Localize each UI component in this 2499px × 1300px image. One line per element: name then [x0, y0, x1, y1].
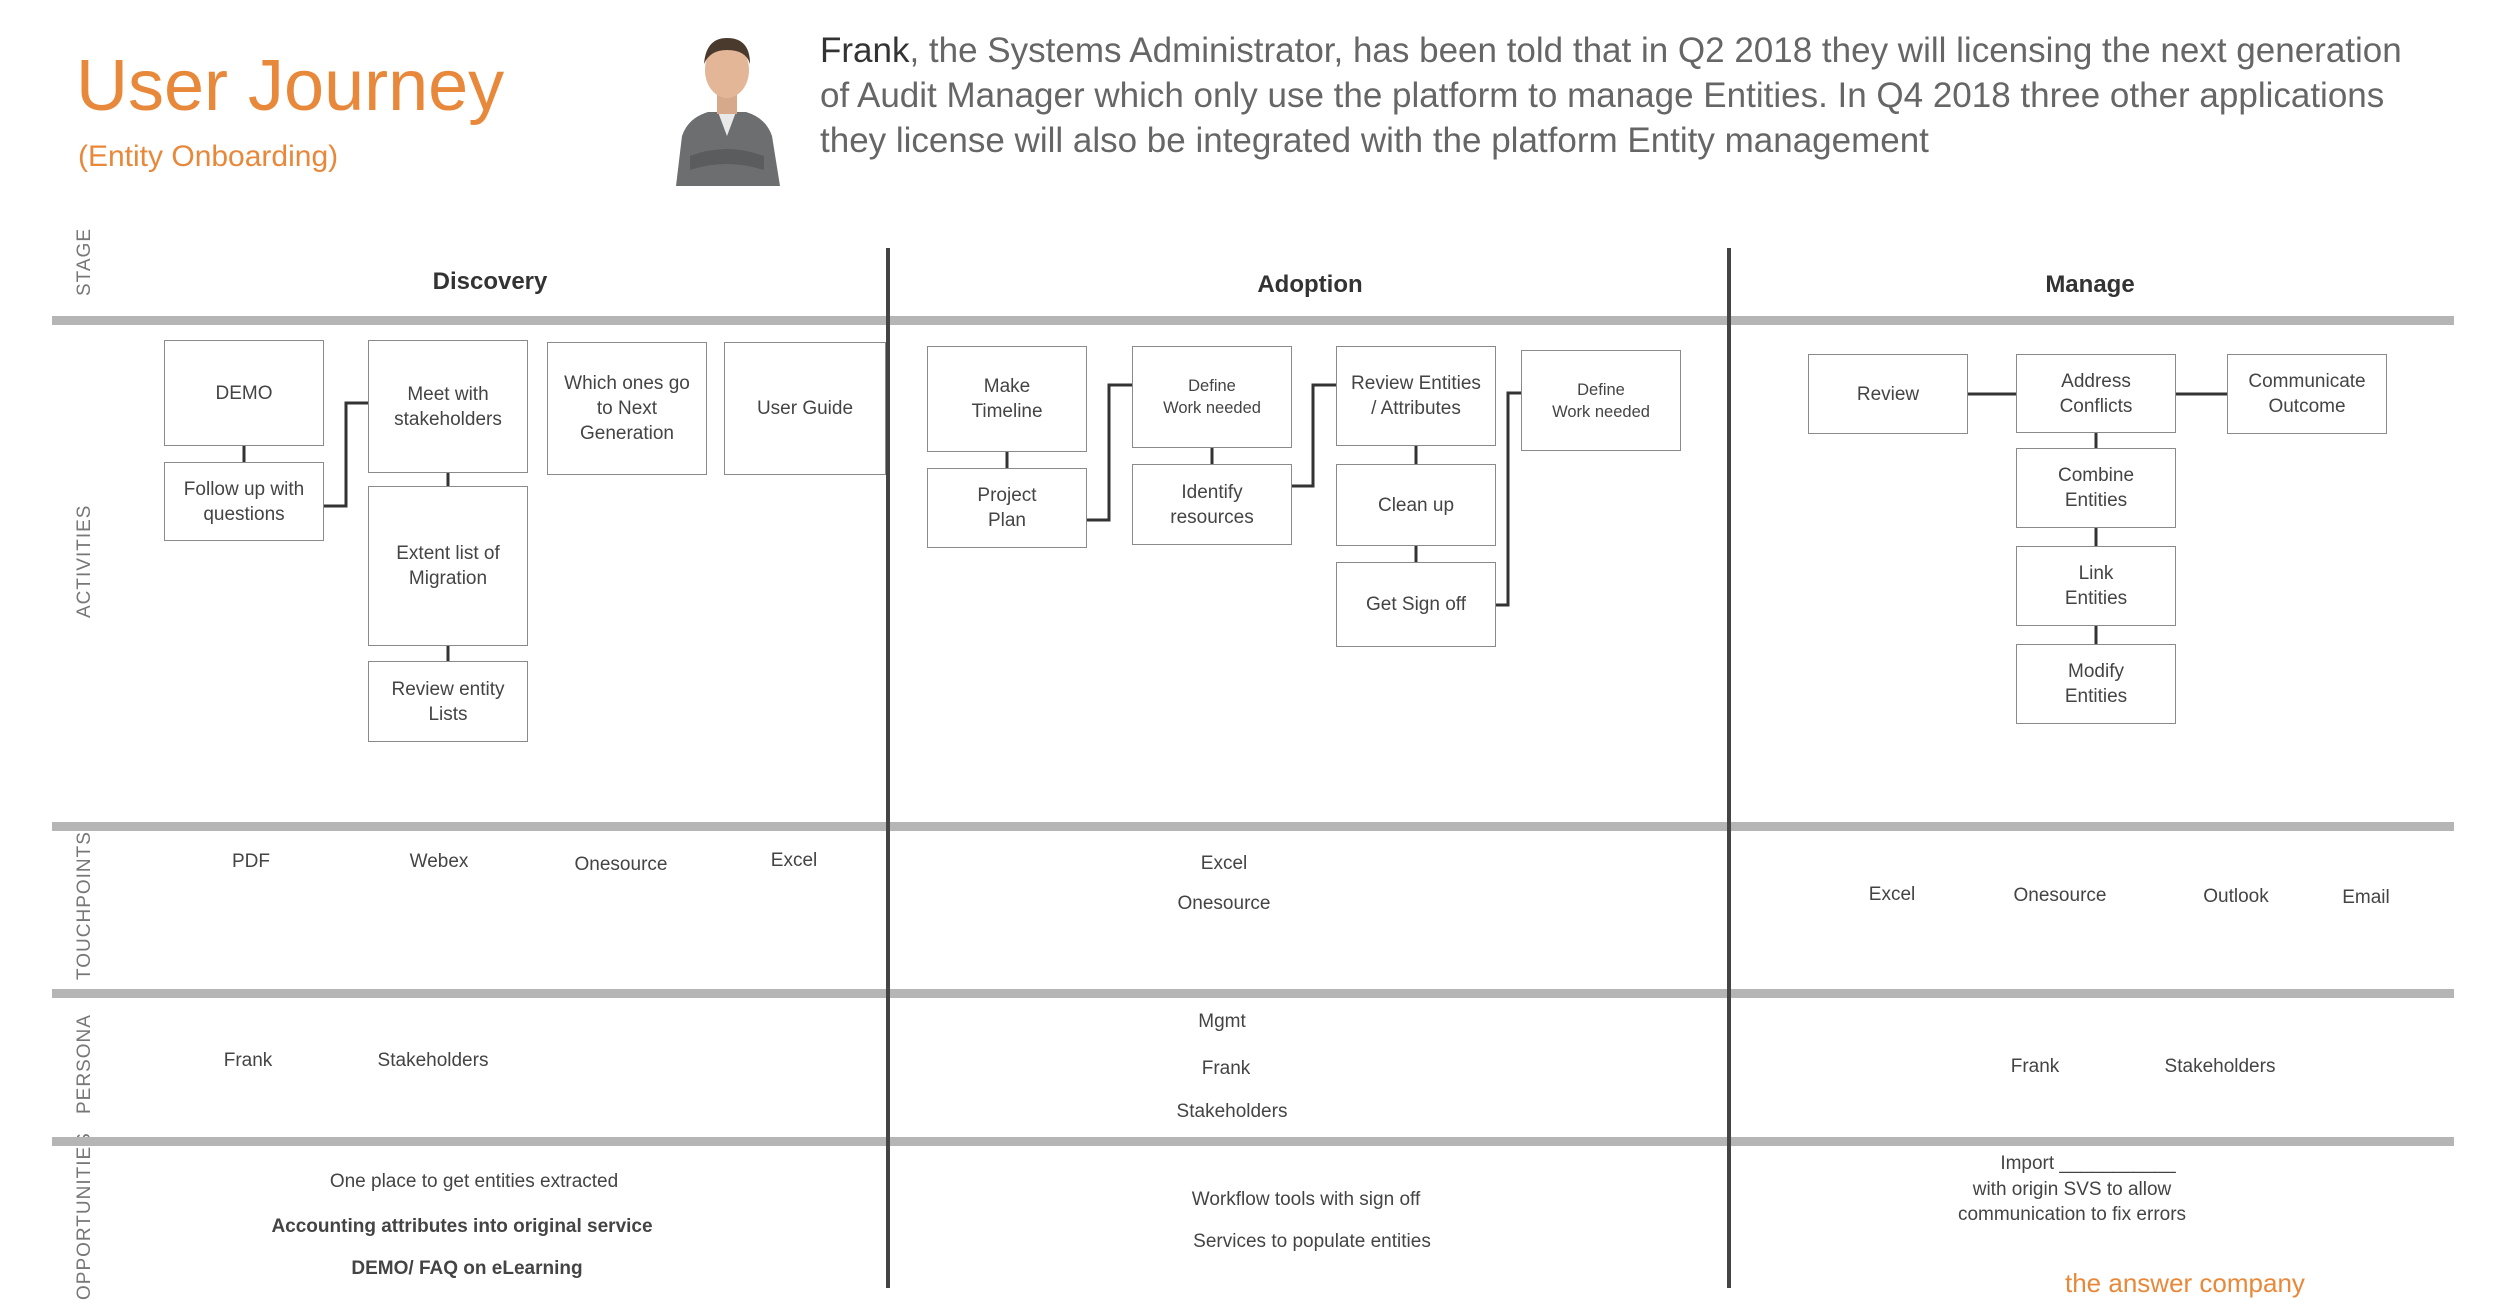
activity-extent-list: Extent list of Migration	[368, 486, 528, 646]
persona-item: Stakeholders	[377, 1050, 489, 1071]
opportunity-item: One place to get entities extracted	[329, 1171, 619, 1192]
row-label-opportunities: OPPORTUNITIES	[74, 1132, 95, 1300]
touchpoint-item: Onesource	[2013, 885, 2107, 906]
brand-tagline: the answer company	[2065, 1268, 2305, 1298]
opportunity-item: Import ___________	[2000, 1153, 2176, 1174]
touchpoint-item: Onesource	[1177, 893, 1271, 914]
activity-project-plan: Project Plan	[927, 468, 1087, 548]
touchpoint-item: Onesource	[574, 854, 668, 875]
page-title: User Journey	[76, 46, 505, 126]
activity-modify-entities: Modify Entities	[2016, 644, 2176, 724]
opportunity-item: DEMO/ FAQ on eLearning	[351, 1258, 583, 1279]
activity-review: Review	[1808, 354, 1968, 434]
touchpoint-item: PDF	[232, 851, 270, 872]
touchpoint-item: Excel	[1200, 853, 1248, 874]
person-photo-icon	[668, 18, 786, 186]
activity-make-timeline: Make Timeline	[927, 346, 1087, 452]
persona-item: Stakeholders	[1176, 1101, 1288, 1122]
opportunity-item: Services to populate entities	[1193, 1231, 1431, 1252]
persona-item: Frank	[223, 1050, 273, 1071]
stage-discovery: Discovery	[432, 268, 548, 295]
touchpoint-item: Excel	[1868, 884, 1916, 905]
row-label-touchpoints: TOUCHPOINTS	[74, 831, 95, 980]
touchpoint-item: Excel	[770, 850, 818, 871]
divider-touchpoints	[52, 989, 2454, 998]
activity-review-lists: Review entity Lists	[368, 661, 528, 742]
row-label-stage: STAGE	[74, 228, 95, 296]
divider-activities	[52, 822, 2454, 831]
opportunity-item: communication to fix errors	[1957, 1204, 2187, 1225]
touchpoint-item: Webex	[409, 851, 469, 872]
activity-define-work-1: Define Work needed	[1132, 346, 1292, 448]
activity-link-entities: Link Entities	[2016, 546, 2176, 626]
stage-separator-2	[1727, 248, 1731, 1288]
activity-review-entities: Review Entities / Attributes	[1336, 346, 1496, 446]
opportunity-item: Accounting attributes into original serv…	[271, 1216, 653, 1237]
divider-stage	[52, 316, 2454, 325]
activity-which-ones: Which ones go to Next Generation	[547, 342, 707, 475]
persona-item: Frank	[1201, 1058, 1251, 1079]
opportunity-item: with origin SVS to allow	[1972, 1179, 2172, 1200]
activity-identify-resources: Identify resources	[1132, 464, 1292, 545]
stage-separator-1	[886, 248, 890, 1288]
persona-item: Stakeholders	[2164, 1056, 2276, 1077]
touchpoint-item: Outlook	[2203, 886, 2269, 907]
activity-clean-up: Clean up	[1336, 464, 1496, 546]
intro-name: Frank	[820, 31, 910, 70]
activity-define-work-2: Define Work needed	[1521, 350, 1681, 451]
activity-address-conflicts: Address Conflicts	[2016, 354, 2176, 433]
row-label-activities: ACTIVITIES	[74, 504, 95, 618]
activity-communicate-outcome: Communicate Outcome	[2227, 354, 2387, 434]
intro-text: , the Systems Administrator, has been to…	[820, 31, 2402, 160]
touchpoint-item: Email	[2342, 887, 2390, 908]
persona-item: Frank	[2010, 1056, 2060, 1077]
activity-demo: DEMO	[164, 340, 324, 446]
row-label-persona: PERSONA	[74, 1014, 95, 1114]
activity-get-sign-off: Get Sign off	[1336, 562, 1496, 647]
activity-user-guide: User Guide	[724, 342, 886, 475]
activity-combine-entities: Combine Entities	[2016, 448, 2176, 528]
intro-paragraph: Frank, the Systems Administrator, has be…	[820, 28, 2440, 163]
activity-meet-stakeholders: Meet with stakeholders	[368, 340, 528, 473]
stage-adoption: Adoption	[1257, 271, 1363, 298]
page-subtitle: (Entity Onboarding)	[78, 140, 339, 173]
divider-persona	[52, 1137, 2454, 1146]
persona-item: Mgmt	[1198, 1011, 1246, 1032]
stage-manage: Manage	[2045, 271, 2135, 298]
activity-follow-up: Follow up with questions	[164, 462, 324, 541]
opportunity-item: Workflow tools with sign off	[1191, 1189, 1421, 1210]
